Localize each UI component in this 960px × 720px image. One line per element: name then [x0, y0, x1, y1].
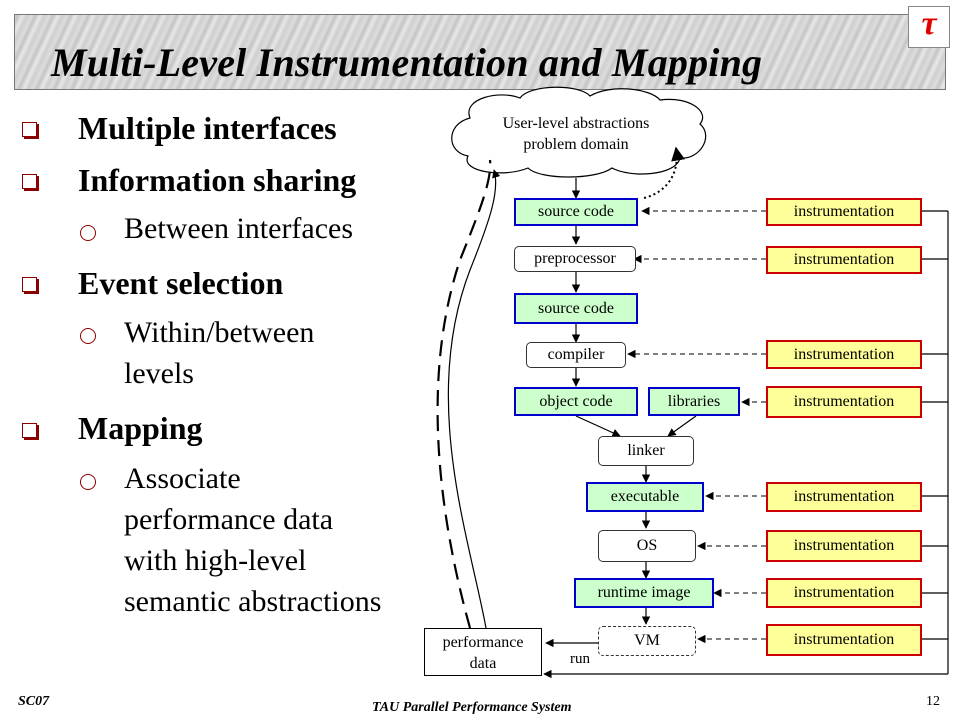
sub-bullet-levels: levels: [124, 357, 194, 390]
bullet-marker-icon: [22, 277, 37, 292]
cloud-shape: [451, 86, 707, 178]
libraries-box: libraries: [648, 387, 740, 416]
cloud-line-1: User-level abstractions: [502, 115, 650, 132]
bullet-marker-icon: [22, 174, 37, 189]
bullet-event-selection: Event selection: [78, 265, 284, 301]
sub-bullet-marker-icon: [80, 225, 96, 241]
instrumentation-box-os: instrumentation: [766, 530, 922, 562]
instrumentation-box-preprocessor: instrumentation: [766, 246, 922, 274]
executable-box: executable: [586, 482, 704, 512]
vm-box: VM: [598, 626, 696, 656]
bullet-marker-icon: [22, 122, 37, 137]
performance-data-line-1: performance: [442, 634, 524, 651]
bullet-multiple-interfaces: Multiple interfaces: [78, 110, 337, 146]
page-number: 12: [926, 694, 940, 709]
instrumentation-box-executable: instrumentation: [766, 482, 922, 512]
performance-data-box: performance data: [424, 628, 542, 676]
title-bar: Multi-Level Instrumentation and Mapping: [14, 14, 946, 90]
sub-bullet-with-high-level: with high-level: [124, 544, 307, 577]
bullet-information-sharing: Information sharing: [78, 162, 357, 198]
sub-bullet-semantic-abstractions: semantic abstractions: [124, 585, 382, 618]
sub-bullet-between-interfaces: Between interfaces: [124, 212, 354, 245]
cloud-label: User-level abstractions problem domain: [454, 113, 698, 155]
run-label: run: [570, 651, 590, 667]
tau-logo: τ: [908, 5, 950, 48]
slide-title: Multi-Level Instrumentation and Mapping: [51, 40, 763, 85]
runtime-image-box: runtime image: [574, 578, 714, 608]
cloud-line-2: problem domain: [523, 136, 629, 153]
instrumentation-box-vm: instrumentation: [766, 624, 922, 656]
sub-bullet-within-between: Within/between: [124, 316, 315, 349]
tau-logo-glyph: τ: [921, 5, 937, 42]
sub-bullet-performance-data: performance data: [124, 503, 334, 536]
source-code-2-box: source code: [514, 293, 638, 324]
compiler-box: compiler: [526, 342, 626, 368]
sub-bullet-marker-icon: [80, 328, 96, 344]
object-code-box: object code: [514, 387, 638, 416]
instrumentation-box-compiler: instrumentation: [766, 340, 922, 369]
sub-bullet-marker-icon: [80, 474, 96, 490]
performance-data-line-2: data: [469, 655, 497, 672]
footer-left: SC07: [18, 694, 50, 709]
source-code-box: source code: [514, 198, 638, 226]
bullet-marker-icon: [22, 423, 37, 438]
instrumentation-box-runtime-image: instrumentation: [766, 578, 922, 608]
preprocessor-box: preprocessor: [514, 246, 636, 272]
footer-center: TAU Parallel Performance System: [372, 700, 572, 715]
sub-bullet-associate: Associate: [124, 462, 241, 495]
instrumentation-box-libraries: instrumentation: [766, 386, 922, 418]
bullet-mapping: Mapping: [78, 410, 203, 446]
os-box: OS: [598, 530, 696, 562]
instrumentation-box-source-code: instrumentation: [766, 198, 922, 226]
linker-box: linker: [598, 436, 694, 466]
